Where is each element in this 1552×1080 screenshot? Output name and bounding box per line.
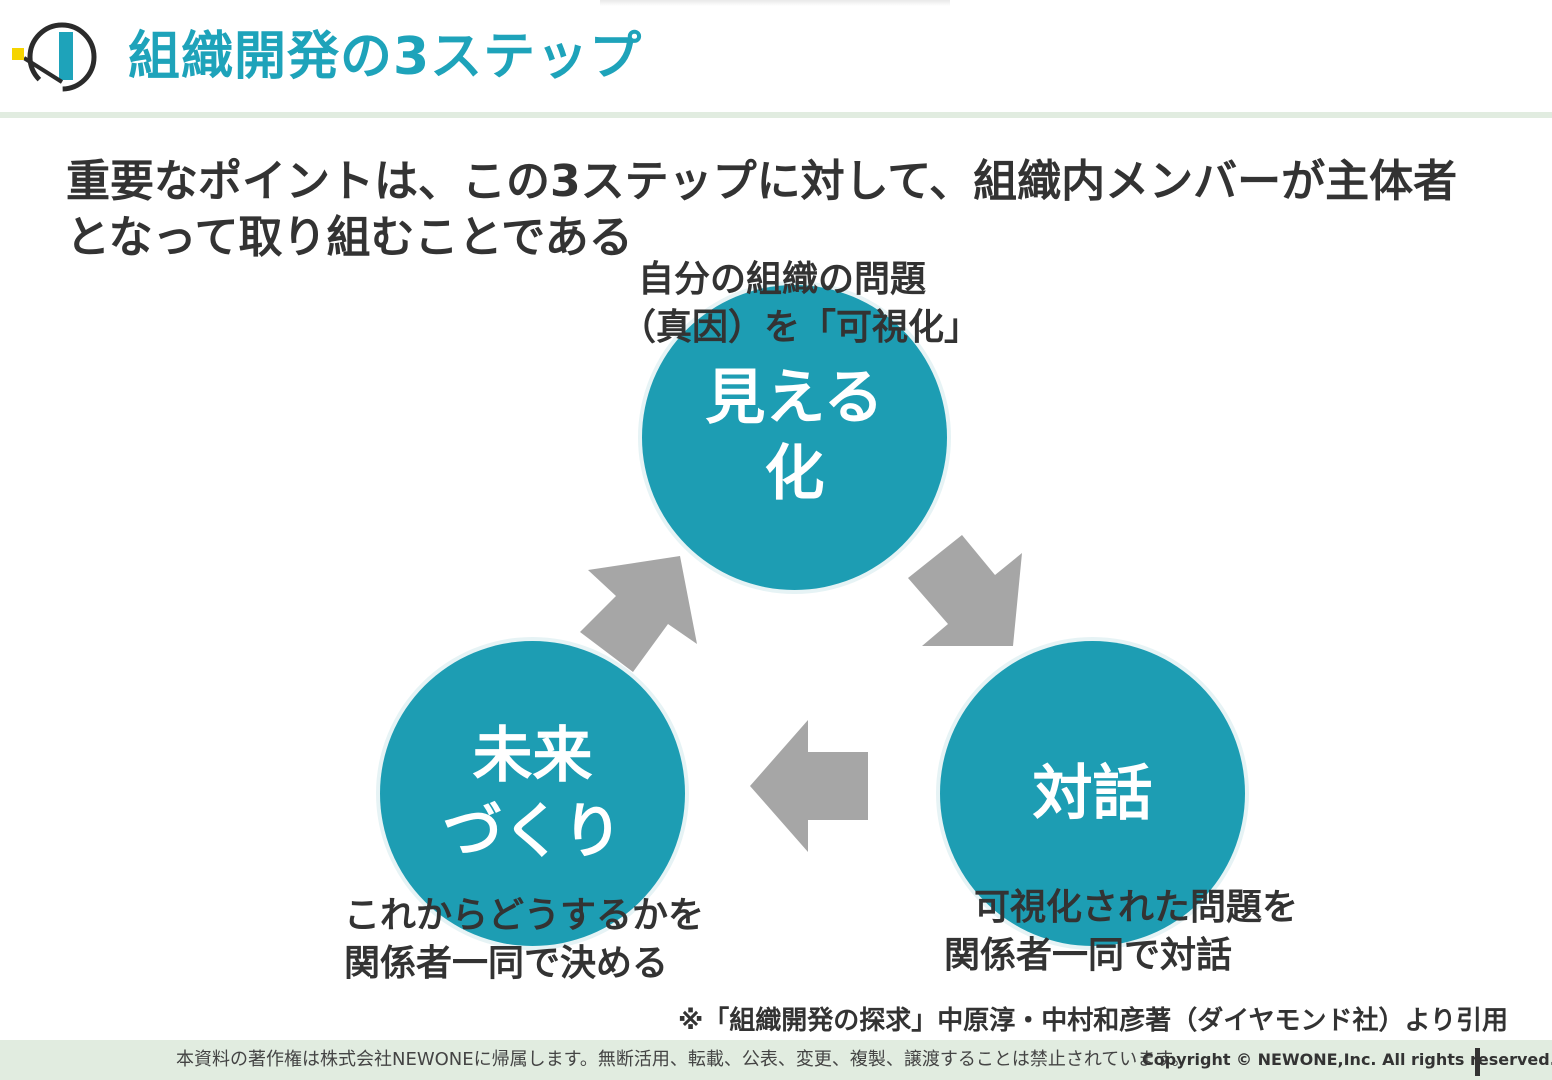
copyright-notice: 本資料の著作権は株式会社NEWONEに帰属します。無断活用、転載、公表、変更、複… [176, 1049, 1190, 1070]
lead-text: 重要なポイントは、この3ステップに対して、組織内メンバーが主体者 となって取り組… [66, 154, 1486, 266]
lead-line-2: となって取り組むことである [66, 212, 633, 263]
step-circle-dialogue: 対話 [940, 641, 1245, 946]
caption-line: 可視化された問題を [974, 887, 1299, 928]
step-caption-dialogue: 可視化された問題を 関係者一同で対話 [944, 884, 1298, 980]
page-title: 組織開発の3ステップ [128, 27, 643, 87]
step-caption-future-making: これからどうするかを 関係者一同で決める [344, 892, 704, 988]
caption-line: 関係者一同で決める [344, 943, 669, 984]
footer-marker [1475, 1048, 1480, 1076]
source-citation: ※「組織開発の探求」中原淳・中村和彦著（ダイヤモンド社）より引用 [678, 1006, 1508, 1036]
arrow-left-icon [750, 720, 868, 852]
caption-line: これからどうするかを [344, 895, 705, 936]
title-divider [0, 112, 1552, 118]
top-shadow [600, 0, 950, 6]
caption-line: （真因）を「可視化」 [620, 307, 981, 348]
step-label-line: 未来 [472, 720, 593, 791]
step-circle-future-making: 未来 づくり [380, 641, 685, 946]
copyright-text: Copyright © NEWONE,Inc. All rights reser… [1142, 1050, 1552, 1069]
arrow-down-right-icon [908, 535, 1022, 646]
step-circle-visualize: 見える 化 [642, 285, 947, 590]
step-label-line: 対話 [1032, 758, 1153, 829]
step-label-line: 見える [705, 362, 884, 433]
caption-line: 関係者一同で対話 [944, 935, 1233, 976]
lead-line-1: 重要なポイントは、この3ステップに対して、組織内メンバーが主体者 [66, 156, 1458, 207]
step-label-line: 化 [764, 438, 825, 509]
footer-band: 本資料の著作権は株式会社NEWONEに帰属します。無断活用、転載、公表、変更、複… [0, 1040, 1552, 1080]
step-caption-visualize: 自分の組織の問題 （真因）を「可視化」 [620, 256, 980, 352]
caption-line: 自分の組織の問題 [638, 259, 927, 300]
newone-logo-icon [12, 22, 97, 92]
step-label-line: づくり [442, 796, 623, 867]
